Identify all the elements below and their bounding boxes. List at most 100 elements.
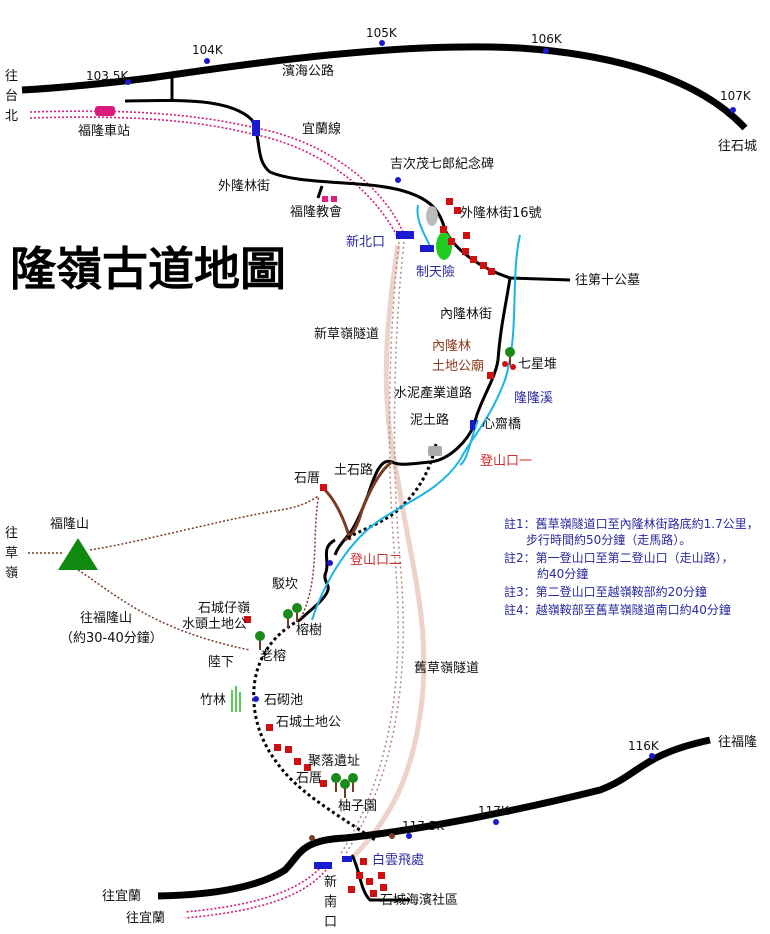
trail-fulong-mtn-south bbox=[77, 569, 251, 651]
rock-icon bbox=[426, 206, 438, 226]
zhitianxian-green-icon bbox=[436, 232, 452, 260]
km-117-5: 117.5K bbox=[402, 819, 445, 833]
to-yilan-rail-label: 往宜蘭 bbox=[126, 910, 165, 926]
stone-pond-point bbox=[253, 696, 259, 702]
inner-longlin-st-label: 內隆林街 bbox=[440, 307, 492, 322]
jun-kan-label: 駁坎 bbox=[272, 577, 298, 592]
xinzhai-bridge-label: 心齋橋 bbox=[482, 416, 521, 432]
road-to-10th-cemetery bbox=[509, 276, 571, 282]
km-106: 106K bbox=[531, 32, 563, 46]
qixingdui-point bbox=[502, 361, 508, 367]
longlong-creek-label: 隆隆溪 bbox=[514, 391, 553, 406]
km-105: 105K bbox=[366, 26, 398, 40]
shichengzailing-label: 石城仔嶺 bbox=[198, 601, 250, 616]
to-caoling-1: 往 bbox=[5, 526, 18, 541]
note-2-cont: 約40分鐘 bbox=[537, 566, 588, 581]
to-shicheng-label: 往石城 bbox=[718, 139, 757, 154]
pomelo-garden-label: 柚子園 bbox=[338, 799, 377, 814]
to-yilan-road-label: 往宜蘭 bbox=[102, 888, 141, 904]
yilan-line-label: 宜蘭線 bbox=[302, 121, 341, 137]
note-3: 註3：第二登山口至越嶺鞍部約20分鐘 bbox=[504, 584, 707, 599]
brown-point-2 bbox=[389, 833, 395, 839]
monument-label: 吉次茂七郎紀念碑 bbox=[390, 156, 494, 172]
km-117: 117K bbox=[478, 804, 510, 818]
outer-longlin-st-label: 外隆林街 bbox=[218, 179, 270, 194]
tree-icons bbox=[255, 347, 515, 798]
stone-pond-label: 石砌池 bbox=[264, 693, 303, 708]
km-markers: 103.5K 104K 105K 106K 107K 116K 117K 117… bbox=[86, 26, 752, 839]
mud-road-label: 泥土路 bbox=[410, 412, 449, 428]
notes: 註1：舊草嶺隧道口至內隆林街路底約1.7公里， 步行時間約50分鐘（走馬路）。 … bbox=[504, 516, 759, 617]
binhai-road-bottom bbox=[157, 736, 711, 900]
yilan-line-station-icon bbox=[252, 120, 260, 136]
trail-shicheng-community bbox=[350, 854, 410, 902]
km-107: 107K bbox=[720, 89, 752, 103]
hiking-trail-lower bbox=[252, 618, 376, 842]
shicheng-community-label: 石城海濱社區 bbox=[380, 892, 458, 908]
stone-house-road bbox=[323, 488, 352, 541]
stone-dumpster-label: 石厝 bbox=[294, 471, 320, 486]
baiyun-station-icon bbox=[342, 856, 352, 862]
shicheng-temple-label: 石城土地公 bbox=[276, 715, 341, 730]
xinbeikou-icon bbox=[396, 231, 414, 239]
trailhead-2-label: 登山口二 bbox=[350, 553, 402, 568]
church-icon-2 bbox=[331, 196, 337, 202]
xinnankou-2: 南 bbox=[324, 894, 337, 910]
brown-point bbox=[309, 835, 315, 841]
to-10th-cemetery-label: 往第十公墓 bbox=[575, 273, 640, 288]
binhai-road-top bbox=[21, 43, 748, 131]
dirt-stone-road-label: 土石路 bbox=[334, 462, 373, 478]
settlement-ruins-label: 聚落遺址 bbox=[308, 754, 360, 769]
xinzhai-bridge-icon bbox=[470, 420, 475, 430]
xinnankou-3: 口 bbox=[324, 915, 337, 930]
zhitianxian-label: 制天險 bbox=[416, 265, 455, 280]
church-road bbox=[316, 185, 324, 199]
rail-line-top-2 bbox=[29, 116, 399, 239]
note-4: 註4：越嶺鞍部至舊草嶺隧道南口約40分鐘 bbox=[504, 602, 731, 617]
church-icon bbox=[322, 196, 328, 202]
houses bbox=[244, 198, 495, 897]
xinnankou-icon bbox=[314, 862, 332, 869]
old-banyan-label: 老榕 bbox=[260, 649, 286, 664]
xinbeikou-label: 新北口 bbox=[346, 234, 385, 250]
fulong-mountain-icon bbox=[58, 538, 98, 570]
fulong-station-label: 福隆車站 bbox=[78, 124, 130, 139]
trailhead-1-label: 登山口一 bbox=[480, 454, 532, 469]
dirt-stone-road bbox=[344, 460, 393, 542]
xinnankou-1: 新 bbox=[324, 874, 337, 890]
shuitou-temple-label: 水頭土地公 bbox=[182, 617, 247, 632]
to-taipei-2: 台 bbox=[5, 89, 18, 104]
km-103-5: 103.5K bbox=[86, 69, 129, 83]
to-taipei-3: 北 bbox=[5, 109, 18, 124]
trail-to-fulong-mtn bbox=[89, 495, 320, 621]
to-caoling-2: 草 bbox=[5, 546, 18, 561]
qixingdui-label: 七星堆 bbox=[518, 357, 557, 372]
to-fulong-mtn-time-label: （約30-40分鐘） bbox=[60, 630, 163, 646]
fulong-station-icon bbox=[95, 106, 115, 116]
banyan-label: 榕樹 bbox=[296, 623, 322, 638]
rock-icon-2 bbox=[428, 446, 442, 456]
stone-house-label: 石厝 bbox=[296, 771, 322, 786]
cement-road-label: 水泥產業道路 bbox=[394, 385, 472, 401]
creek-branch bbox=[459, 419, 479, 466]
km-104: 104K bbox=[192, 43, 224, 57]
inner-longlin-temple-label-2: 土地公廟 bbox=[432, 358, 484, 374]
old-caoling-tunnel-label: 舊草嶺隧道 bbox=[414, 660, 479, 676]
binhai-road-label: 濱海公路 bbox=[282, 63, 334, 79]
lu-xia-label: 陸下 bbox=[208, 654, 234, 670]
rail-line-bottom-2 bbox=[184, 869, 327, 919]
outer-longlin-16-label: 外隆林街16號 bbox=[460, 206, 542, 221]
monument-point bbox=[395, 177, 401, 183]
old-caoling-tunnel-line bbox=[350, 244, 427, 860]
bamboo-forest-label: 竹林 bbox=[200, 693, 226, 708]
fulong-mountain-label: 福隆山 bbox=[50, 517, 89, 532]
to-fulong-label: 往福隆 bbox=[718, 735, 757, 750]
map-title: 隆嶺古道地圖 bbox=[10, 242, 286, 296]
bamboo-icon bbox=[231, 686, 241, 712]
inner-longlin-road bbox=[333, 277, 512, 556]
qixingdui-point-2 bbox=[510, 364, 516, 370]
tunnel-entrance-icon bbox=[420, 245, 434, 252]
to-caoling-3: 嶺 bbox=[5, 566, 18, 581]
note-2: 註2：第一登山口至第二登山口（走山路）， bbox=[504, 550, 734, 565]
